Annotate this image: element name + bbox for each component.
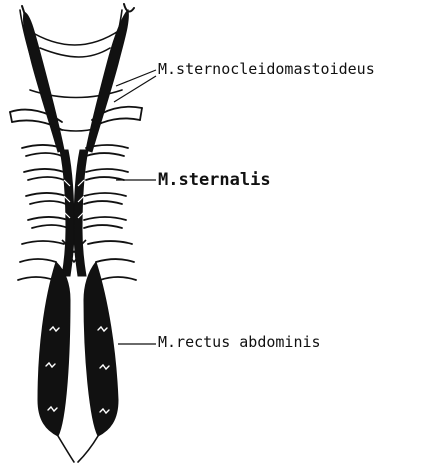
scm-right [86,10,128,152]
label-rectus-abdominis: M.rectus abdominis [158,335,321,350]
rectus-right [84,262,118,436]
clavicles [10,107,142,130]
sternalis-right [74,150,88,276]
rectus-abdominis-muscles [38,262,118,436]
leader-scm-lower [114,76,156,102]
lower-contour [58,436,98,462]
leader-scm-upper [116,70,156,86]
neck-tips [22,4,134,18]
leader-lines [114,70,156,344]
sternalis-left [60,150,74,276]
scm-left [23,12,64,152]
label-sternocleidomastoideus: M.sternocleidomastoideus [158,62,375,77]
label-sternalis: M.sternalis [158,172,271,189]
